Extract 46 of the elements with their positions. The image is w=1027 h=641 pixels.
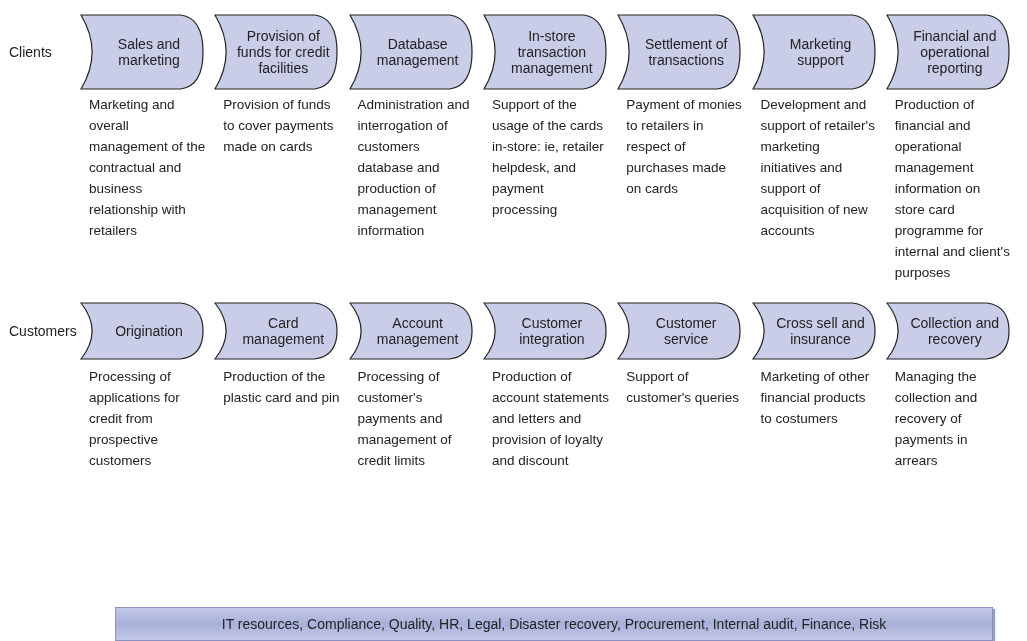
chevron-label: Database management: [375, 36, 460, 68]
description: Managing the collection and recovery of payments in arrears: [894, 368, 979, 470]
description: Administration and interrogation of customers database and production of management information: [357, 96, 471, 240]
chevron-label: Provision of funds for credit facilities: [236, 28, 331, 76]
description: Provision of funds to cover payments made on cards: [223, 96, 335, 156]
chevron-label: Cross sell and insurance: [775, 315, 866, 347]
process-step: [482, 302, 607, 360]
process-step: [482, 14, 607, 90]
description: Processing of applications for credit from prospective customers: [89, 368, 181, 470]
description: Marketing and overall management of the contractual and business relationship with retailers: [89, 96, 207, 240]
description: Production of account statements and letters and provision of loyalty and discount: [491, 368, 610, 470]
row-label: Customers: [9, 323, 77, 339]
chevron-label: Marketing support: [788, 36, 853, 68]
description: Production of the plastic card and pin: [223, 368, 341, 407]
support-bar: [115, 607, 993, 641]
chevron-label: Settlement of transactions: [643, 36, 729, 68]
process-step: [214, 14, 339, 90]
process-step: [80, 302, 204, 360]
process-step: [617, 14, 742, 90]
chevron-label: Origination: [115, 323, 183, 339]
description: Payment of monies to retailers in respect of purchases made on cards: [626, 96, 743, 198]
description: Marketing of other financial products to costumers: [760, 368, 871, 428]
chevron-label: Collection and recovery: [909, 315, 1001, 347]
description: Processing of customer's payments and management of credit limits: [357, 368, 453, 470]
process-step: [80, 14, 204, 90]
process-step: [214, 302, 339, 360]
chevron-label: Customer service: [654, 315, 718, 347]
chevron-label: Account management: [375, 315, 460, 347]
chevron-label: In-store transaction management: [510, 28, 594, 76]
description: Support of customer's queries: [626, 368, 741, 407]
process-step: [348, 14, 473, 90]
process-step: [885, 302, 1010, 360]
bar-text: IT resources, Compliance, Quality, HR, Legal, Disaster recovery, Procurement, Internal audit, Finance, Risk: [221, 616, 887, 632]
process-step: [751, 302, 876, 360]
description: Production of financial and operational management information on store card programme for internal and client's purposes: [894, 96, 1011, 282]
description: Support of the usage of the cards in-store: ie, retailer helpdesk, and payment processing: [491, 96, 605, 219]
process-step: [617, 302, 742, 360]
process-step: [348, 302, 473, 360]
chevron-label: Financial and operational reporting: [912, 28, 998, 76]
row-label: Clients: [9, 44, 52, 60]
process-step: [751, 14, 876, 90]
process-step: [885, 14, 1010, 90]
chevron-label: Customer integration: [518, 315, 586, 347]
description: Development and support of retailer's marketing initiatives and support of acquisition of new accounts: [760, 96, 876, 240]
chevron-label: Card management: [241, 315, 326, 347]
chevron-label: Sales and marketing: [116, 36, 182, 68]
